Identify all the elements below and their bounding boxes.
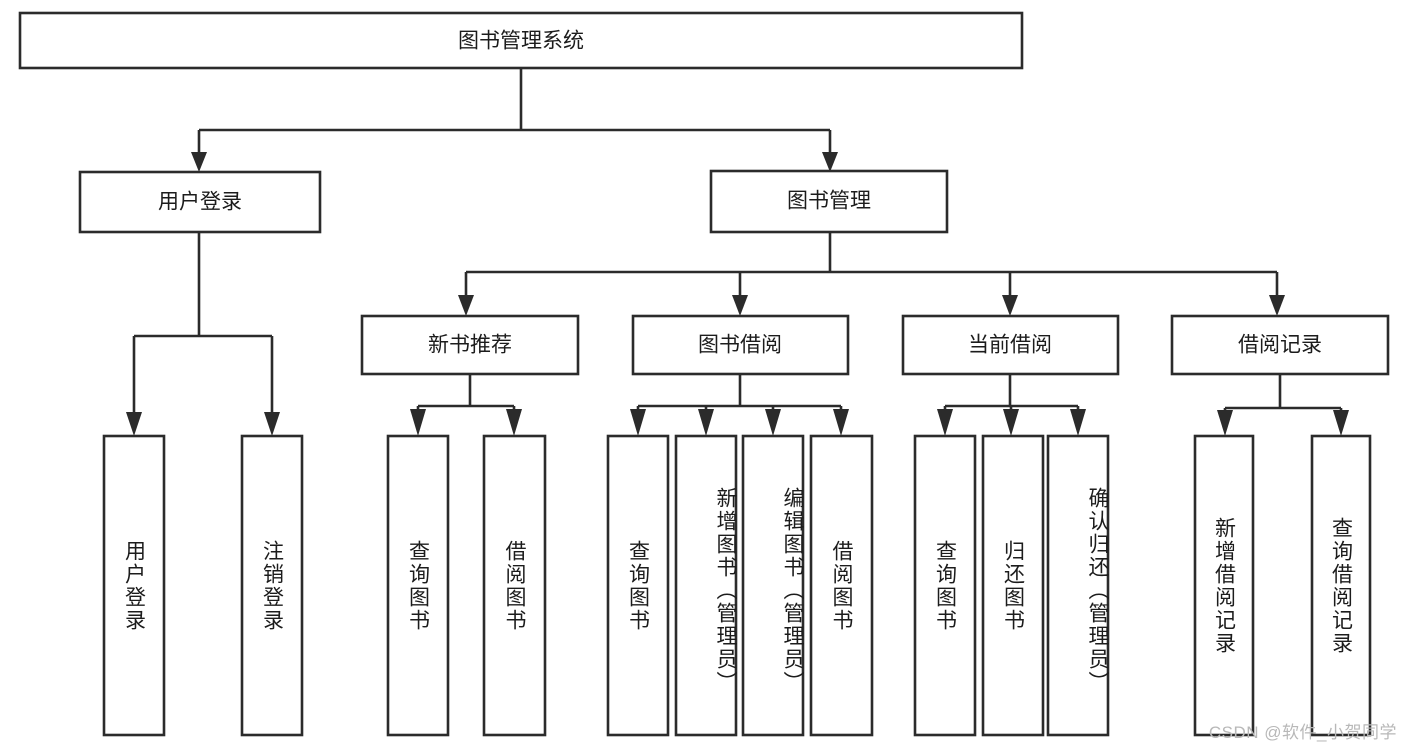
leaf-box-recommend-2[interactable] — [482, 434, 547, 737]
node-root-label: 图书管理系统 — [458, 30, 584, 53]
leaf-box-borrow-3[interactable] — [741, 434, 805, 737]
leaf-box-recommend-1[interactable] — [386, 434, 450, 737]
arrowhead-g2-3 — [765, 409, 781, 436]
leaf-label-borrow-1: 查询图书 — [626, 539, 650, 632]
node-borrow-record-box[interactable] — [1170, 314, 1390, 376]
arrowhead-level3-4 — [1269, 295, 1285, 316]
node-borrow-record-label: 借阅记录 — [1238, 334, 1322, 357]
node-current-borrow-label: 当前借阅 — [968, 334, 1052, 357]
leaf-label-current-1: 查询图书 — [933, 539, 957, 632]
node-book-borrow-label: 图书借阅 — [698, 334, 782, 357]
leaf-label-record-1: 新增借阅记录 — [1212, 516, 1236, 655]
leaf-label-borrow-3: 编辑图书（管理员） — [781, 487, 804, 694]
node-book-borrow-box[interactable] — [631, 314, 850, 376]
leaf-box-user-login-2[interactable] — [240, 434, 304, 737]
leaf-box-borrow-2[interactable] — [674, 434, 738, 737]
leaf-box-current-2[interactable] — [981, 434, 1045, 737]
node-user-login-label: 用户登录 — [158, 191, 242, 214]
leaf-label-recommend-2: 借阅图书 — [503, 539, 526, 632]
arrowhead-g2-2 — [698, 409, 714, 436]
leaf-box-record-1[interactable] — [1193, 434, 1255, 737]
node-book-manage-label: 图书管理 — [787, 190, 871, 213]
leaf-label-current-2: 归还图书 — [1001, 539, 1025, 632]
leaf-box-record-2[interactable] — [1310, 434, 1372, 737]
node-book-manage-box[interactable] — [709, 169, 949, 234]
leaf-box-user-login-1[interactable] — [102, 434, 166, 737]
arrowhead-g4-2 — [1333, 410, 1349, 436]
arrowhead-g2-1 — [630, 409, 646, 436]
arrowhead-g3-3 — [1070, 409, 1086, 436]
connectors-layer — [126, 68, 1349, 436]
leaf-label-user-login-2: 注销登录 — [260, 539, 284, 632]
arrowhead-book-manage — [822, 152, 838, 172]
leaf-label-user-login-1: 用户登录 — [122, 539, 146, 632]
leaf-label-recommend-1: 查询图书 — [406, 539, 430, 632]
leaf-box-current-1[interactable] — [913, 434, 977, 737]
arrowhead-g3-2 — [1003, 409, 1019, 436]
arrowhead-g4-1 — [1217, 410, 1233, 436]
arrowhead-level3-1 — [458, 295, 474, 316]
leaf-label-record-2: 查询借阅记录 — [1329, 516, 1353, 655]
node-new-book-recommend-label: 新书推荐 — [428, 334, 512, 357]
arrowhead-g2-4 — [833, 409, 849, 436]
arrowhead-leaf-user-login-2 — [264, 412, 280, 436]
arrowhead-user-login — [191, 152, 207, 172]
node-root-box[interactable] — [18, 11, 1024, 70]
leaf-box-borrow-1[interactable] — [606, 434, 670, 737]
arrowhead-level3-3 — [1002, 295, 1018, 316]
arrowhead-g3-1 — [937, 409, 953, 436]
arrowhead-level3-2 — [732, 295, 748, 316]
arrowhead-leaf-user-login-1 — [126, 412, 142, 436]
arrowhead-g1-2 — [506, 409, 522, 436]
arrowhead-g1-1 — [410, 409, 426, 436]
nodes-layer: 图书管理系统 用户登录 图书管理 新书推荐 图书借阅 当前借阅 借阅记录 — [18, 11, 1390, 737]
node-current-borrow-box[interactable] — [901, 314, 1120, 376]
leaf-label-borrow-4: 借阅图书 — [830, 539, 853, 632]
leaf-label-current-3: 确认归还（管理员） — [1086, 487, 1109, 694]
leaf-box-borrow-4[interactable] — [809, 434, 874, 737]
node-user-login-box[interactable] — [78, 170, 322, 234]
leaf-label-borrow-2: 新增图书（管理员） — [714, 487, 737, 694]
node-new-book-recommend-box[interactable] — [360, 314, 580, 376]
leaf-box-current-3[interactable] — [1046, 434, 1110, 737]
